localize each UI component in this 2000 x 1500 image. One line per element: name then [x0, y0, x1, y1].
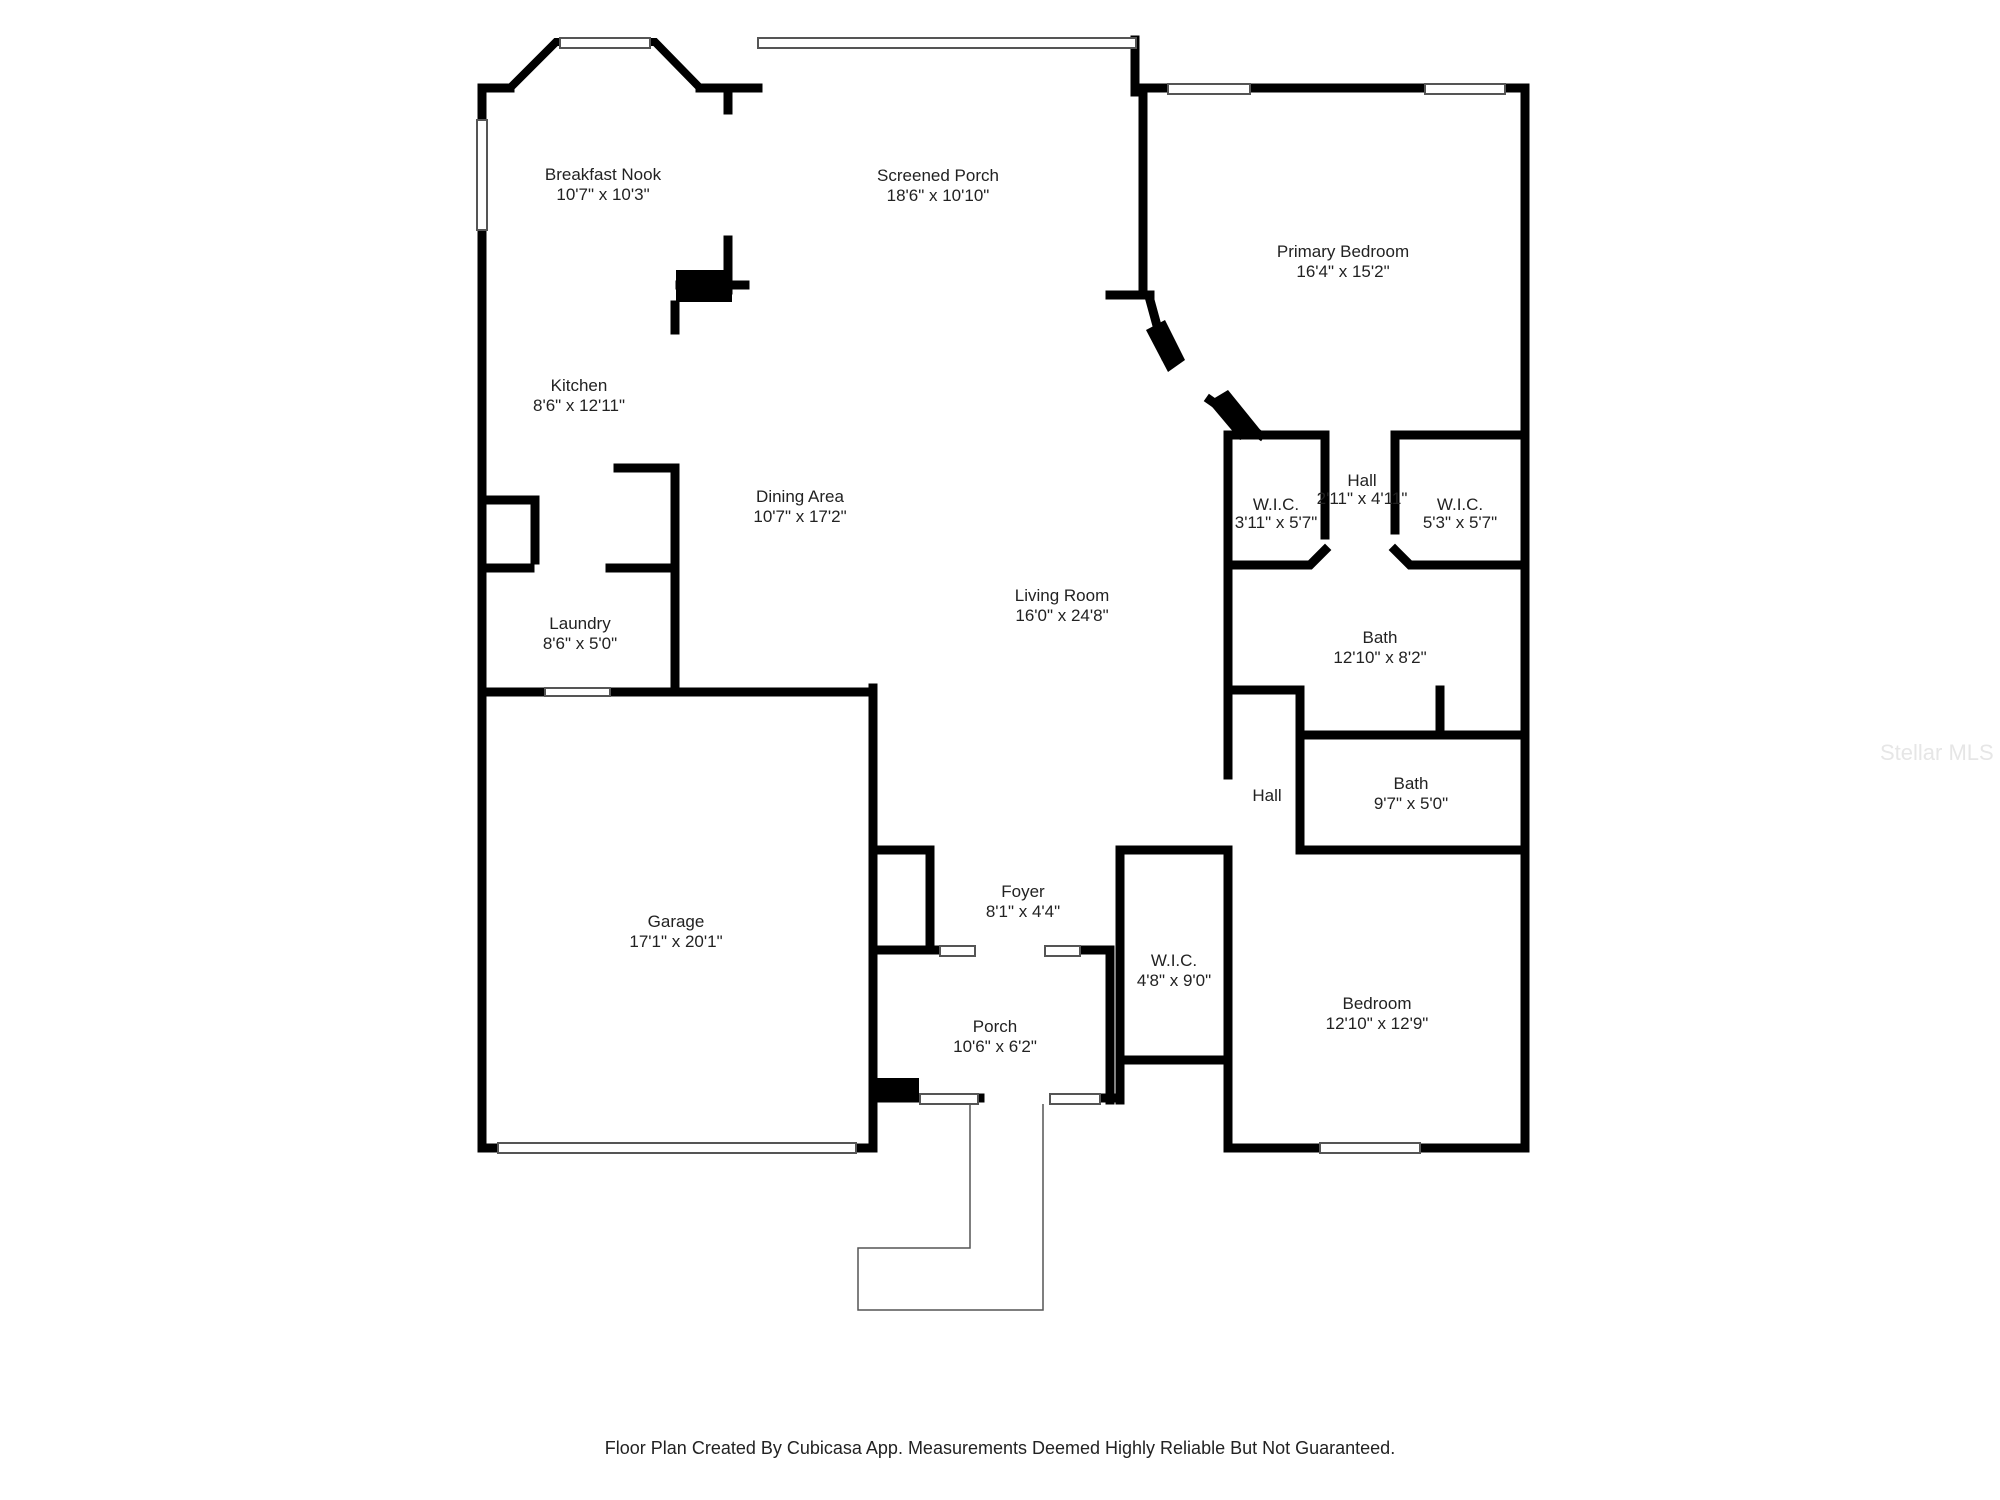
- wic-left-label: W.I.C.: [1253, 495, 1299, 514]
- walkway: [857, 1104, 1044, 1311]
- wic-right-dims: 5'3" x 5'7": [1423, 513, 1497, 532]
- bath-primary-dims: 12'10" x 8'2": [1333, 648, 1426, 667]
- room-labels: Breakfast Nook 10'7" x 10'3" Screened Po…: [533, 165, 1497, 1056]
- porch-label: Porch: [973, 1017, 1017, 1036]
- primary-bedroom-label: Primary Bedroom: [1277, 242, 1409, 261]
- bath-primary-label: Bath: [1363, 628, 1398, 647]
- windows: [476, 37, 1506, 1154]
- walls: [477, 35, 1530, 1153]
- dining-area-label: Dining Area: [756, 487, 844, 506]
- wic-right-label: W.I.C.: [1437, 495, 1483, 514]
- wic-bedroom-label: W.I.C.: [1151, 951, 1197, 970]
- garage-label: Garage: [648, 912, 705, 931]
- bedroom-dims: 12'10" x 12'9": [1326, 1014, 1429, 1033]
- bedroom-label: Bedroom: [1343, 994, 1412, 1013]
- living-room-label: Living Room: [1015, 586, 1110, 605]
- breakfast-nook-label: Breakfast Nook: [545, 165, 662, 184]
- solid-wall-blocks: [676, 270, 1262, 1102]
- wic-left-dims: 3'11" x 5'7": [1235, 513, 1318, 532]
- primary-bedroom-dims: 16'4" x 15'2": [1296, 262, 1389, 281]
- foyer-dims: 8'1" x 4'4": [986, 902, 1060, 921]
- kitchen-label: Kitchen: [551, 376, 608, 395]
- foyer-label: Foyer: [1001, 882, 1045, 901]
- living-room-dims: 16'0" x 24'8": [1015, 606, 1108, 625]
- bath-second-label: Bath: [1394, 774, 1429, 793]
- hall-lower-label: Hall: [1252, 786, 1281, 805]
- breakfast-nook-dims: 10'7" x 10'3": [556, 185, 649, 204]
- screened-porch-label: Screened Porch: [877, 166, 999, 185]
- watermark: Stellar MLS: [1880, 740, 1994, 765]
- hall-upper-dims: 2'11" x 4'11": [1317, 489, 1408, 508]
- dining-area-dims: 10'7" x 17'2": [753, 507, 846, 526]
- laundry-label: Laundry: [549, 614, 611, 633]
- garage-dims: 17'1" x 20'1": [629, 932, 722, 951]
- hall-upper-label: Hall: [1347, 471, 1376, 490]
- screened-porch-dims: 18'6" x 10'10": [887, 186, 990, 205]
- wic-bedroom-dims: 4'8" x 9'0": [1137, 971, 1211, 990]
- footer-disclaimer: Floor Plan Created By Cubicasa App. Meas…: [604, 1438, 1396, 1458]
- laundry-dims: 8'6" x 5'0": [543, 634, 617, 653]
- porch-dims: 10'6" x 6'2": [953, 1037, 1037, 1056]
- bath-second-dims: 9'7" x 5'0": [1374, 794, 1448, 813]
- kitchen-dims: 8'6" x 12'11": [533, 396, 625, 415]
